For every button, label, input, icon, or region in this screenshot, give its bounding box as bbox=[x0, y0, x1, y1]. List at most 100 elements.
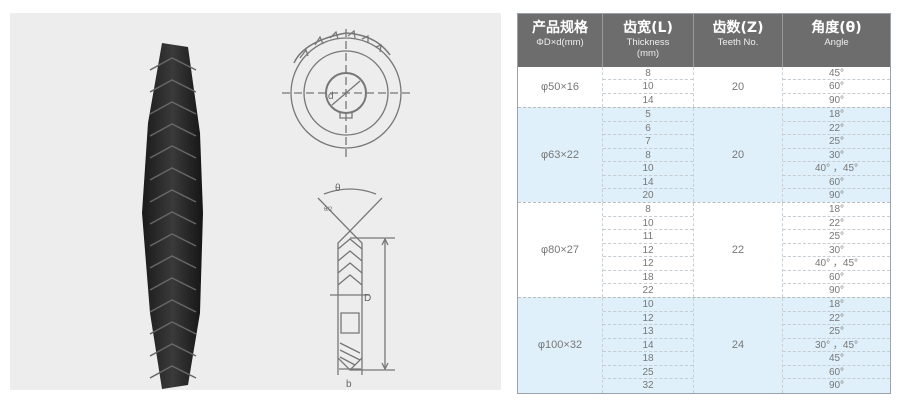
cutter-photo bbox=[142, 43, 203, 389]
thickness-cell: 8 bbox=[603, 149, 693, 163]
angle-cell: 18° bbox=[783, 203, 890, 217]
teeth-cell: 24 bbox=[694, 298, 783, 393]
cutter-tooth bbox=[149, 365, 197, 379]
header-zh: 产品规格 bbox=[532, 20, 588, 36]
header-en: Thickness bbox=[626, 37, 670, 48]
thickness-cell: 10 bbox=[603, 217, 693, 231]
thickness-cell: 10 bbox=[603, 298, 693, 312]
cutter-tooth bbox=[149, 145, 197, 159]
thickness-cell: 18 bbox=[603, 352, 693, 366]
label-half-theta: θ/2 bbox=[324, 207, 333, 213]
angle-cell: 60° bbox=[783, 80, 890, 94]
angle-cell: 30° ，45° bbox=[783, 339, 890, 353]
thickness-cell: 18 bbox=[603, 271, 693, 284]
header-zh: 齿宽(L) bbox=[623, 20, 673, 36]
angle-cell: 90° bbox=[828, 189, 845, 201]
cutter-tooth bbox=[149, 189, 197, 203]
thickness-cell: 12 bbox=[603, 312, 693, 326]
header-teeth: 齿数(Z)Teeth No. bbox=[694, 14, 783, 67]
angle-cell: 30° bbox=[783, 149, 890, 163]
angle-cell: 60° bbox=[783, 366, 890, 380]
angle-cell: 90° bbox=[828, 94, 845, 106]
thickness-cell: 22 bbox=[642, 285, 654, 296]
header-en: ΦD×d(mm) bbox=[536, 37, 584, 48]
angle-cell: 25° bbox=[783, 325, 890, 339]
cutter-tooth bbox=[149, 101, 197, 115]
thickness-cell: 7 bbox=[603, 135, 693, 149]
cutter-tooth bbox=[149, 299, 197, 313]
teeth-cell: 20 bbox=[694, 108, 783, 203]
angle-column: 18°22°25°30°40° ，45°60°90° bbox=[783, 203, 890, 297]
thickness-cell: 8 bbox=[603, 203, 693, 217]
thickness-cell: 11 bbox=[603, 230, 693, 244]
angle-cell: 25° bbox=[783, 135, 890, 149]
thickness-cell: 14 bbox=[603, 339, 693, 353]
thickness-cell: 6 bbox=[603, 122, 693, 136]
angle-cell: 25° bbox=[783, 230, 890, 244]
angle-cell: 45° bbox=[783, 67, 890, 81]
angle-column: 18°22°25°30° ，45°45°60°90° bbox=[783, 298, 890, 392]
angle-cell: 18° bbox=[783, 298, 890, 312]
thickness-cell: 10 bbox=[603, 162, 693, 176]
thickness-cell: 5 bbox=[603, 108, 693, 122]
angle-cell: 22° bbox=[783, 217, 890, 231]
header-en: Teeth No. bbox=[717, 37, 759, 48]
thickness-cell: 12 bbox=[603, 257, 693, 271]
label-d: d bbox=[328, 91, 334, 102]
angle-cell: 90° bbox=[828, 285, 845, 296]
angle-cell: 40° ，45° bbox=[783, 257, 890, 271]
spec-cell: φ100×32 bbox=[518, 298, 603, 393]
header-zh: 角度(θ) bbox=[811, 20, 862, 36]
header-zh: 齿数(Z) bbox=[712, 20, 764, 36]
teeth-cell: 22 bbox=[694, 203, 783, 298]
header-en-unit: (mm) bbox=[636, 48, 660, 59]
spec-cell: φ63×22 bbox=[518, 108, 603, 203]
cutter-tooth bbox=[149, 167, 197, 181]
label-theta: θ bbox=[335, 183, 341, 194]
spec-cell: φ80×27 bbox=[518, 203, 603, 298]
spec-cell: φ50×16 bbox=[518, 67, 603, 108]
angle-column: 18°22°25°30°40° ，45°60°90° bbox=[783, 108, 890, 202]
cutter-tooth bbox=[149, 277, 197, 291]
cutter-tooth bbox=[149, 57, 197, 71]
angle-cell: 30° bbox=[783, 244, 890, 258]
cutter-tooth bbox=[149, 343, 197, 357]
cutter-tooth bbox=[149, 79, 197, 93]
cutter-tooth bbox=[149, 233, 197, 247]
label-b: b bbox=[346, 379, 352, 390]
angle-cell: 90° bbox=[828, 380, 845, 392]
cutter-tooth bbox=[149, 123, 197, 137]
thickness-cell: 20 bbox=[642, 189, 654, 201]
thickness-cell: 14 bbox=[642, 94, 654, 106]
thickness-cell: 13 bbox=[603, 325, 693, 339]
angle-cell: 22° bbox=[783, 312, 890, 326]
cutter-tooth bbox=[149, 211, 197, 225]
thickness-cell: 10 bbox=[603, 80, 693, 94]
angle-cell: 40° ，45° bbox=[783, 162, 890, 176]
thickness-cell: 32 bbox=[642, 380, 654, 392]
angle-cell: 22° bbox=[783, 122, 890, 136]
header-angle: 角度(θ)Angle bbox=[783, 14, 890, 67]
label-D: D bbox=[364, 293, 371, 304]
angle-column: 45°60°90° bbox=[783, 67, 890, 107]
thickness-cell: 8 bbox=[603, 67, 693, 81]
angle-cell: 18° bbox=[783, 108, 890, 122]
header-en: Angle bbox=[824, 37, 849, 48]
product-image-panel: d θ θ/2 D b bbox=[10, 13, 501, 390]
technical-drawing: d θ θ/2 D b bbox=[282, 29, 412, 390]
thickness-cell: 25 bbox=[603, 366, 693, 380]
angle-cell: 60° bbox=[783, 176, 890, 189]
angle-cell: 60° bbox=[783, 271, 890, 284]
